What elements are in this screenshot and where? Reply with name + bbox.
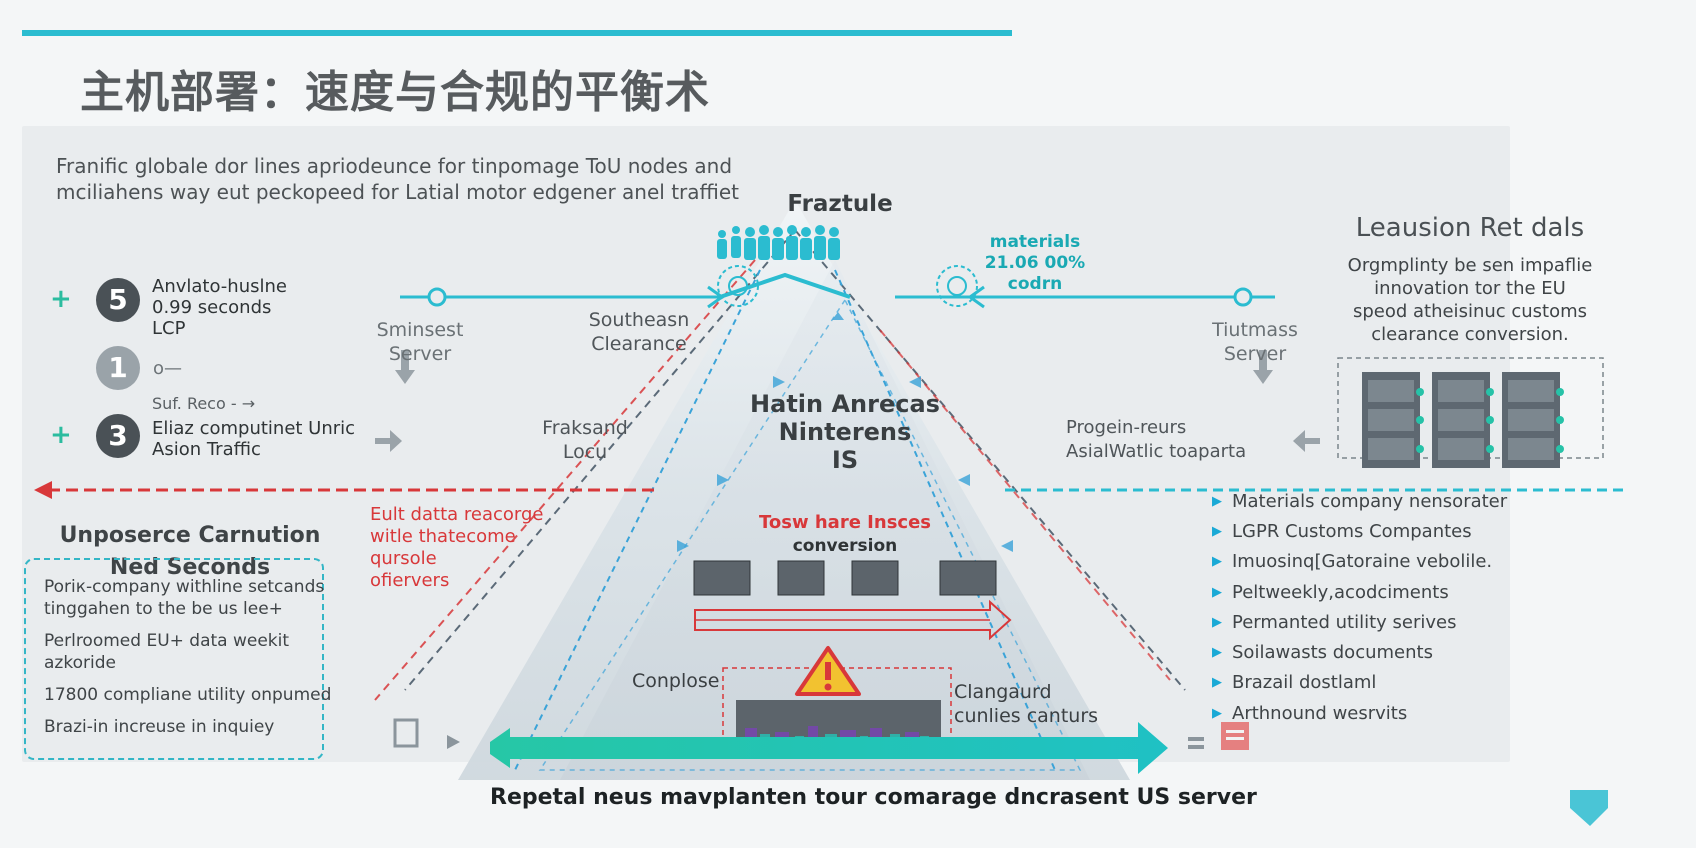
step-number-circle: 1 — [96, 346, 140, 390]
list-item: ▶Soilawasts documents — [1212, 642, 1433, 664]
left-mid-label: Southeasn Clearance — [588, 309, 690, 355]
teal-bidirectional-arrow — [490, 722, 1168, 774]
triangle-bullet-icon: ▶ — [1212, 675, 1222, 691]
left-dashed-grey-line — [404, 229, 796, 691]
step-3-pre: Suf. Reco - → — [152, 394, 256, 413]
list-item: ▶Peltweekly,acodciments — [1212, 581, 1449, 603]
red-label: Tosw hare Insces — [759, 512, 931, 533]
corner-icon — [1570, 790, 1608, 826]
document-icon — [393, 718, 419, 748]
triangle-bullet-icon: ▶ — [1212, 493, 1222, 509]
left-low-label: Fraksand Locu — [542, 417, 628, 463]
bottom-caption: Repetal neus mavplanten tour comarage dn… — [490, 785, 1257, 810]
left-node — [427, 287, 447, 307]
step-number-circle: 5 — [96, 278, 140, 322]
list-item: ▶Permanted utility serives — [1212, 611, 1457, 633]
step-1-text: Anvlato-huslne 0.99 seconds LCP — [152, 276, 287, 339]
list-item: ▶LGPR Customs Compantes — [1212, 520, 1472, 542]
triangle-bullet-icon: ▶ — [1212, 614, 1222, 630]
right-title: Leausion Ret dals — [1355, 213, 1585, 243]
left-split-icon — [375, 438, 399, 444]
right-low-label: Progein-reurs AsialWatlic toaparta — [1066, 417, 1247, 462]
center-heading: Hatin Anrecas Ninterens IS — [750, 390, 940, 474]
list-item: ▶Imuosinq[Gatoraine vebolile. — [1212, 551, 1493, 573]
list-item: Brazi-in increuse in inquiey — [44, 717, 275, 737]
intro-text: Franific globale dor lines apriodeunce f… — [56, 154, 739, 204]
list-item: ▶Arthnound wesrvits — [1212, 702, 1408, 724]
triangle-bullet-icon: ▶ — [1212, 705, 1222, 721]
inner-dashed-triangle — [538, 298, 1082, 771]
clangaurd-label: Clangaurd cunlies canturs — [954, 681, 1099, 727]
peak-chevron — [719, 272, 851, 299]
list-item: tinggahen to the be us lee+ — [44, 599, 283, 619]
left-dashed-box — [24, 558, 324, 760]
warning-dashed-box — [722, 667, 952, 749]
page-title: 主机部署：速度与合规的平衡术 — [80, 67, 710, 118]
triangle-bullet-icon: ▶ — [1212, 523, 1222, 539]
list-item: Perlroomed EU+ data weekit — [44, 631, 290, 651]
list-item: ▶Brazail dostlaml — [1212, 672, 1377, 694]
server-rack-icon — [1362, 372, 1564, 468]
right-bullet-list: ▶Materials company nensorater ▶LGPR Cust… — [1212, 486, 1507, 728]
step-3-text: Eliaz computinet Unric Asion Traffic — [152, 418, 356, 460]
list-item: azkoride — [44, 653, 116, 673]
people-icon — [717, 225, 840, 260]
warning-icon — [795, 646, 861, 696]
left-server-label: Sminsest Server — [376, 319, 464, 365]
red-note: Eult datta reacorge witle thatecome qurs… — [370, 504, 544, 591]
peak-title: Fraztule — [787, 191, 893, 217]
step-number-circle: 3 — [96, 414, 140, 458]
server-boxes — [693, 560, 997, 596]
right-dashed-blue-line — [834, 269, 1056, 771]
complose-label: Conplose — [632, 670, 720, 692]
down-arrow-left-icon — [395, 350, 415, 384]
red-outlined-arrow — [694, 599, 1012, 641]
plus-icon: + — [50, 420, 72, 450]
triangle-bullet-icon: ▶ — [1212, 645, 1222, 661]
left-bullet-list: Poriк-company withline setcands tinggahe… — [44, 576, 331, 738]
pyramid-inner — [560, 260, 1090, 780]
right-split-icon — [1296, 438, 1320, 444]
left-gear-icon — [717, 265, 759, 307]
step-2-text: o— — [153, 358, 183, 379]
plus-icon: + — [50, 284, 72, 314]
list-item: ▶Materials company nensorater — [1212, 490, 1508, 512]
triangle-bullet-icon: ▶ — [1212, 584, 1222, 600]
title-accent-bar — [22, 30, 1012, 36]
triangle-bullet-icon: ▶ — [1212, 554, 1222, 570]
list-item: Poriк-company withline setcands — [44, 577, 325, 597]
materials-label: materials 21.06 00% codrn — [984, 232, 1086, 294]
right-dashed-grey-line — [794, 229, 1186, 691]
red-document-icon — [1221, 722, 1249, 750]
right-server-label: Tiutmass Server — [1212, 319, 1298, 365]
right-dashed-red-line — [879, 329, 1171, 681]
left-dashed-blue-line — [514, 269, 761, 771]
conversion-label: conversion — [792, 536, 898, 556]
right-gear-icon — [936, 265, 978, 307]
right-node — [1233, 287, 1253, 307]
down-arrow-right-icon — [1253, 350, 1273, 384]
right-description: Orgmplinty be sen impaflie innovation to… — [1347, 255, 1593, 345]
list-item: 17800 compliane utility onpumed — [44, 685, 332, 705]
